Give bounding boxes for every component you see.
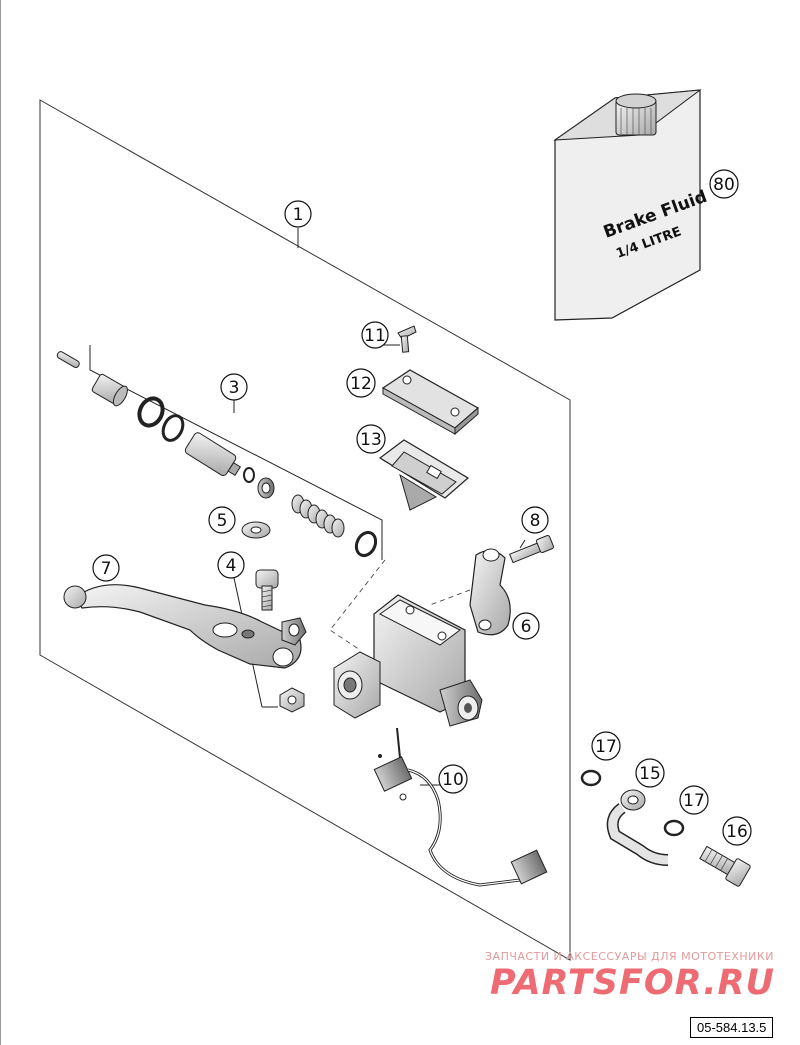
dashed-guides xyxy=(329,559,471,651)
brake-switch-part-10 xyxy=(373,727,548,887)
callout-label: 4 xyxy=(226,556,237,576)
pivot-bolt-part-4 xyxy=(255,569,305,713)
diagram-reference-code: 05-584.13.5 xyxy=(690,1017,774,1038)
callout-label: 17 xyxy=(683,791,705,811)
callout-label: 15 xyxy=(639,764,661,784)
screw-part-11 xyxy=(397,325,417,353)
callout-12: 12 xyxy=(346,368,376,398)
piston-kit-part-3 xyxy=(56,351,378,558)
page-edge xyxy=(0,0,1,1045)
callout-15: 15 xyxy=(635,758,665,788)
assembly-frame xyxy=(39,99,571,961)
callout-label: 11 xyxy=(364,326,386,346)
callout-1: 1 xyxy=(284,200,312,228)
callout-label: 16 xyxy=(726,822,748,842)
callout-label: 17 xyxy=(595,737,617,757)
brake-fluid-bottle xyxy=(553,89,702,321)
clamp-bolt-part-8 xyxy=(509,534,555,564)
callout-10: 10 xyxy=(438,764,468,794)
handlebar-clamp-part-6 xyxy=(469,548,511,636)
callout-8: 8 xyxy=(521,506,549,534)
callout-label: 5 xyxy=(217,511,228,531)
callout-label: 7 xyxy=(101,559,112,579)
callout-17-lower: 17 xyxy=(679,785,709,815)
callout-label: 3 xyxy=(229,378,240,398)
callout-label: 1 xyxy=(293,205,304,225)
washer-part-5 xyxy=(241,521,271,539)
callout-5: 5 xyxy=(208,506,236,534)
callout-label: 10 xyxy=(442,770,464,790)
callout-80: 80 xyxy=(709,169,739,199)
diaphragm-part-13 xyxy=(378,439,470,511)
callout-13: 13 xyxy=(356,424,386,454)
watermark-brand: PARTSFOR.RU xyxy=(490,963,775,1003)
callout-11: 11 xyxy=(361,321,389,349)
master-cylinder-body xyxy=(333,594,483,727)
banjo-fittings xyxy=(580,769,751,887)
callout-label: 80 xyxy=(713,175,735,195)
callout-label: 8 xyxy=(530,511,541,531)
callout-16: 16 xyxy=(722,816,752,846)
callout-3: 3 xyxy=(220,373,248,401)
callout-6: 6 xyxy=(512,612,540,640)
callout-label: 13 xyxy=(360,430,382,450)
callout-7: 7 xyxy=(92,554,120,582)
brake-lever-part-7 xyxy=(63,584,307,669)
watermark-tagline: ЗАПЧАСТИ И АКСЕССУАРЫ ДЛЯ МОТОТЕХНИКИ xyxy=(485,950,774,963)
callout-4: 4 xyxy=(217,551,245,579)
callout-label: 12 xyxy=(350,374,372,394)
callout-17-upper: 17 xyxy=(591,731,621,761)
reservoir-cover-part-12 xyxy=(381,369,480,436)
callout-label: 6 xyxy=(521,617,532,637)
